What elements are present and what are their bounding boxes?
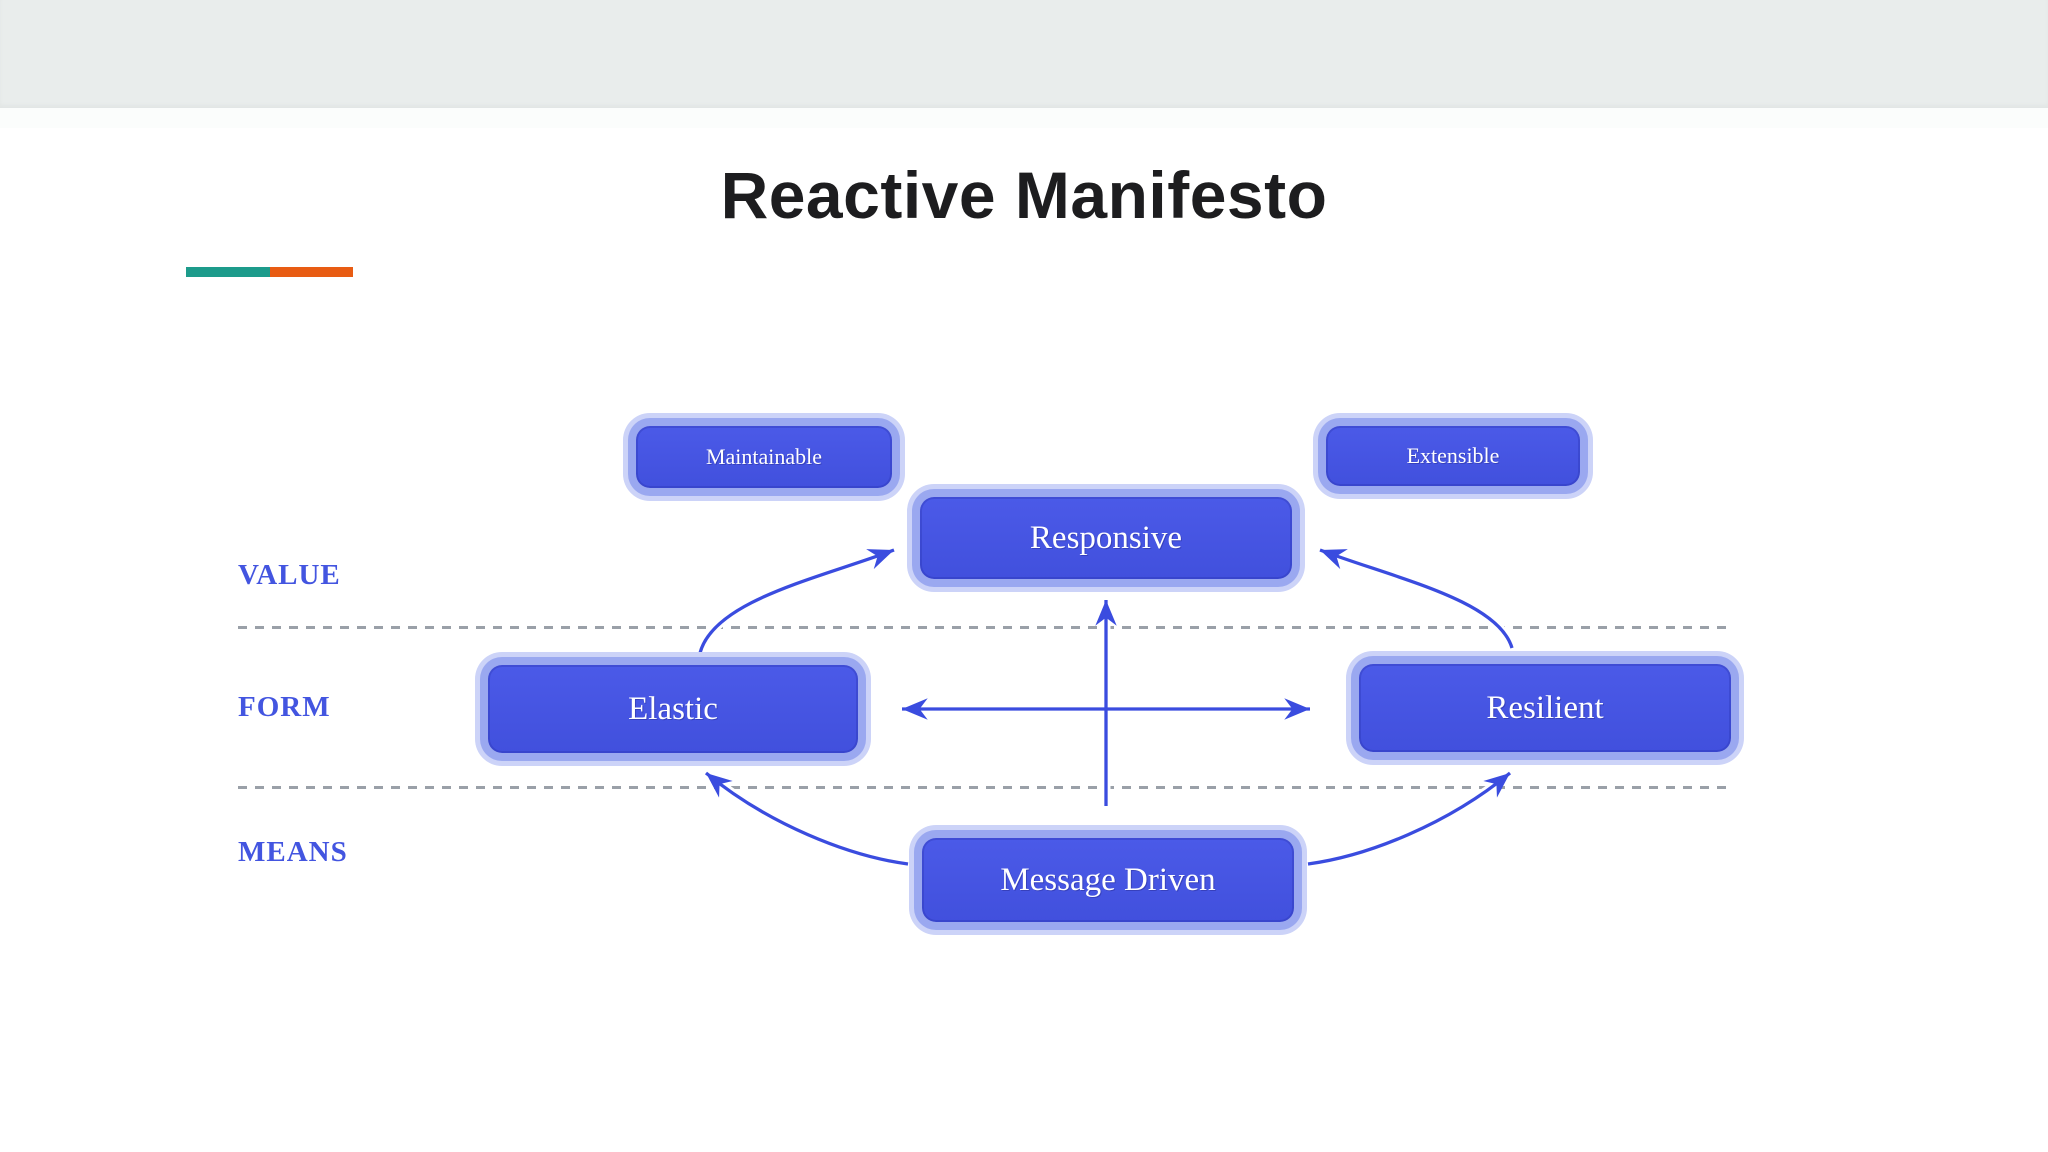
divider-value-form: [238, 626, 1726, 629]
top-band: [0, 0, 2048, 108]
slide-title: Reactive Manifesto: [720, 158, 1328, 232]
node-extensible: Extensible: [1326, 426, 1580, 486]
node-message-driven: Message Driven: [922, 838, 1294, 922]
node-label: Resilient: [1486, 689, 1604, 726]
divider-form-means: [238, 786, 1726, 789]
node-resilient: Resilient: [1359, 664, 1731, 752]
accent-bar-teal-segment: [186, 267, 270, 277]
node-maintainable: Maintainable: [636, 426, 892, 488]
accent-bar: [186, 267, 353, 277]
node-label: Extensible: [1406, 443, 1500, 468]
node-label: Maintainable: [705, 444, 823, 469]
node-label: Message Driven: [1000, 861, 1216, 898]
row-label-means: MEANS: [238, 836, 348, 868]
arrow-elastic-to-responsive: [698, 548, 895, 654]
row-label-value: VALUE: [238, 559, 341, 591]
node-responsive: Responsive: [920, 497, 1292, 579]
node-label: Elastic: [628, 690, 718, 727]
arrow-resilient-to-responsive: [1319, 548, 1514, 649]
arrow-halo: [695, 545, 896, 655]
accent-bar-orange-segment: [269, 267, 353, 277]
row-label-form: FORM: [238, 691, 331, 723]
node-label: Responsive: [1029, 519, 1183, 556]
arrow-halo: [1318, 545, 1517, 650]
top-band-fade: [0, 108, 2048, 128]
node-elastic: Elastic: [488, 665, 858, 753]
